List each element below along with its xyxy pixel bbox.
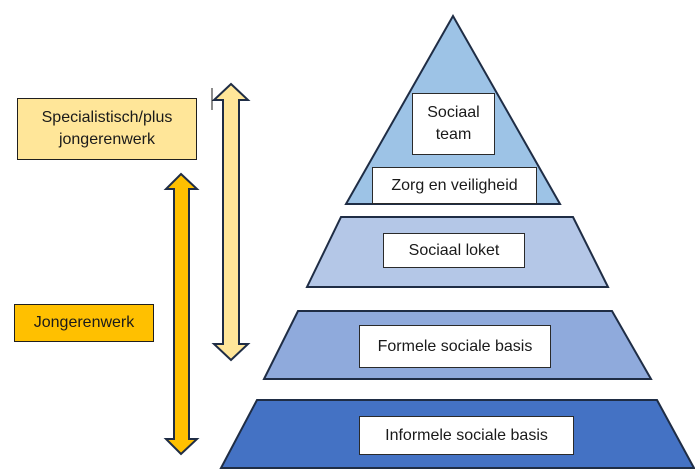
box-zorg-en-veiligheid: Zorg en veiligheid — [372, 167, 537, 204]
box-sociaal-loket-text: Sociaal loket — [408, 241, 500, 259]
box-zorg-en-veiligheid-text: Zorg en veiligheid — [391, 176, 518, 194]
label-jongerenwerk: Jongerenwerk — [14, 304, 154, 342]
box-formele-sociale-basis-text: Formele sociale basis — [377, 337, 533, 355]
label-specialistisch-jongerenwerk: Specialistisch/plus jongerenwerk — [17, 98, 197, 160]
box-informele-sociale-basis: Informele sociale basis — [359, 416, 574, 455]
box-sociaal-team: Sociaal team — [412, 93, 495, 155]
box-informele-sociale-basis-text: Informele sociale basis — [385, 426, 548, 444]
box-sociaal-team-text: Sociaal team — [427, 104, 480, 143]
label-jongerenwerk-text: Jongerenwerk — [33, 314, 135, 331]
label-specialistisch-line1: Specialistisch/plus — [41, 109, 173, 126]
label-specialistisch-line2: jongerenwerk — [58, 131, 156, 148]
double-arrow-specialist — [211, 82, 251, 362]
box-formele-sociale-basis: Formele sociale basis — [359, 325, 551, 368]
double-arrow-jongerenwerk — [163, 172, 200, 456]
box-sociaal-loket: Sociaal loket — [383, 233, 525, 268]
